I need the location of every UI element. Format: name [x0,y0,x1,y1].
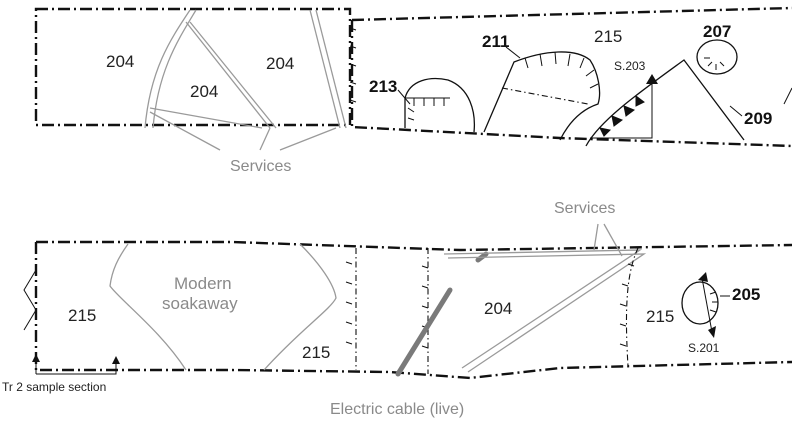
label-215-top: 215 [594,27,622,46]
hachures-lower-2 [619,263,635,347]
lower-service-b [447,253,647,373]
feature-211-section [501,87,589,105]
label-215-left: 215 [68,306,96,325]
section-201-line [701,277,713,333]
hachures-lower-1 [345,261,429,349]
label-204-bottom: 204 [484,299,512,318]
label-modern: Modern [174,274,232,293]
lower-service-a [443,249,643,369]
service-line-g [315,9,347,129]
section-203-arrow [646,74,658,84]
lower-left-zigzag [23,269,37,331]
label-soakaway: soakaway [162,294,238,313]
label-207: 207 [703,22,731,41]
leader-209 [729,105,743,117]
label-215-mid: 215 [302,343,330,362]
label-services-top: Services [230,158,291,175]
upper-trench: 204 204 204 213 211 215 [34,6,792,148]
label-215-right: 215 [646,307,674,326]
service-line-f [309,9,341,129]
sample-section-line [35,360,117,375]
label-sample-section: Tr 2 sample section [2,380,106,394]
electric-cable [395,287,453,377]
services-leader-bottom-b [603,223,623,257]
label-s201: S.201 [688,341,720,355]
feature-207-outline [696,39,738,75]
hachures-213 [407,98,445,121]
upper-trench-right-edge [350,6,792,148]
feature-205-outline [681,281,719,325]
section-201-arrow-bottom [708,326,716,338]
service-line-d [189,21,277,129]
label-211: 211 [482,32,509,51]
upper-right-cut [783,87,792,105]
leader-213 [397,89,411,105]
service-line-c [185,21,271,129]
section-201-arrow-top [698,272,708,282]
lower-boundary-3 [625,247,639,367]
feature-209-outline [585,59,745,147]
services-leader-top-c [279,127,337,151]
hachures-209 [599,95,645,137]
label-205: 205 [732,285,760,304]
lower-trench: Modern soakaway 215 215 204 [23,240,792,380]
leader-211 [505,46,521,59]
hachures-upper-left [349,27,357,103]
sample-arrow-right [112,356,120,364]
service-line-b [152,9,197,129]
feature-211-outline [483,51,601,141]
hachures-207 [704,57,725,70]
label-204-b: 204 [190,82,218,101]
label-204-c: 204 [266,54,294,73]
service-line-e [149,107,263,129]
upper-trench-left-edge [34,7,352,127]
lower-trench-edge [34,240,792,380]
soakaway-outline [109,243,337,371]
label-204-a: 204 [106,52,134,71]
services-leader-top-a [149,111,221,151]
service-line-a [144,9,191,129]
hachures-211 [524,51,599,89]
services-leader-bottom-a [593,223,599,251]
section-203-line [590,78,653,139]
feature-213-outline [404,77,476,133]
label-209: 209 [744,109,772,128]
label-electric-cable: Electric cable (live) [330,401,464,418]
services-leader-top-b [259,127,271,151]
label-services-bottom: Services [554,200,615,217]
sample-arrow-left [32,354,40,362]
hachures-205 [709,291,718,313]
label-s203: S.203 [614,59,646,73]
label-213: 213 [369,77,397,96]
